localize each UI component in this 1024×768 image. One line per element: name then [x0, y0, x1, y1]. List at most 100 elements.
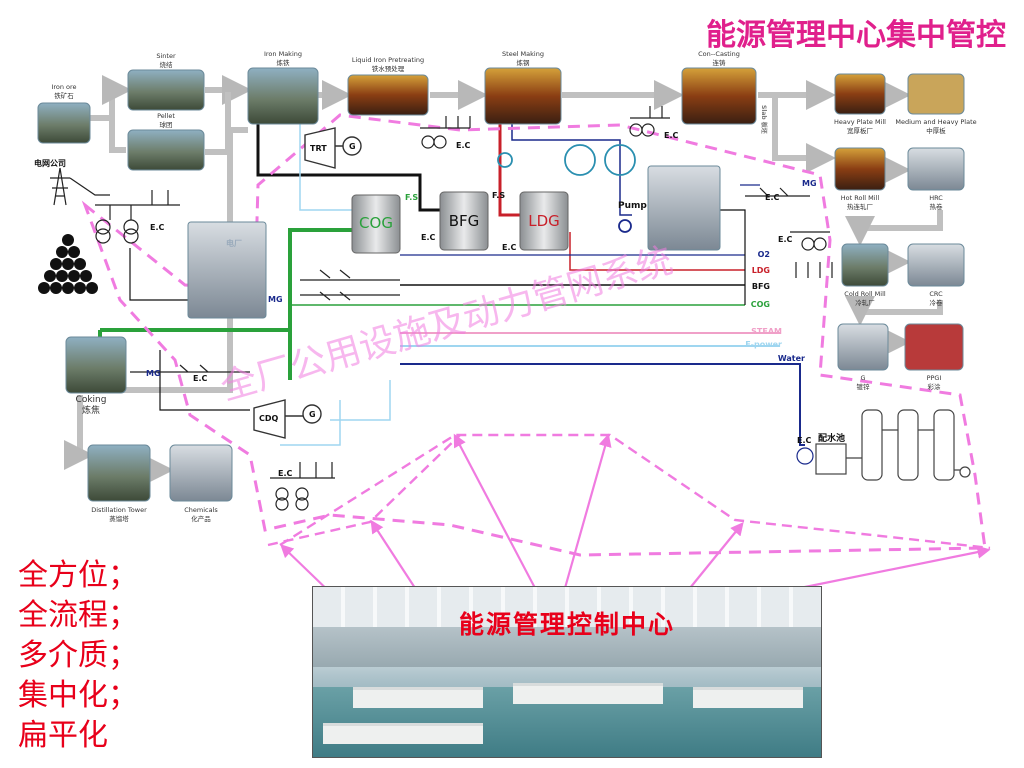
iron-ore-label-cn: 铁矿石 [54, 91, 74, 100]
medium-plate-label-en: Medium and Heavy Plate [895, 118, 976, 126]
ppgi-photo [904, 323, 964, 371]
power-plant-photo [187, 221, 267, 319]
pellet-photo [127, 129, 205, 171]
scope-outline [81, 113, 987, 557]
pump-station-photo [647, 165, 721, 251]
iron-making-photo [247, 67, 319, 125]
control-room-title: 能源管理控制中心 [458, 610, 675, 639]
control-room-wall [313, 627, 821, 667]
con-casting-photo [681, 67, 757, 125]
iron-making-label-en: Iron Making [264, 50, 302, 58]
pipe-label-water: Water [778, 354, 805, 363]
trt-label: TRT [310, 144, 327, 153]
bfg-holder-label: BFG [449, 212, 480, 230]
heavy-plate-photo [834, 73, 886, 115]
pipe-label-cog: COG [751, 300, 770, 309]
distillation-photo [87, 444, 151, 502]
cog-holder [351, 194, 401, 254]
ec-label-6: E.C [765, 193, 780, 202]
liquid-iron-label-en: Liquid Iron Pretreating [352, 56, 424, 64]
cold-roll-photo [841, 243, 889, 287]
chemicals-label-cn: 化产品 [191, 514, 211, 523]
ppgi-label-cn: 彩涂 [928, 382, 942, 391]
coking-label-en: Coking [76, 395, 107, 405]
crc-photo [907, 243, 965, 287]
cdq-label: CDQ [259, 414, 279, 423]
cold-roll-label-cn: 冷轧厂 [855, 298, 875, 307]
heavy-plate-label-en: Heavy Plate Mill [834, 118, 886, 126]
water-pool-label: 配水池 [818, 432, 845, 444]
console-desk [513, 683, 663, 704]
hrc-photo [907, 147, 965, 191]
trt-generator-label: G [349, 142, 356, 151]
iron-ore-label-en: Iron ore [51, 83, 76, 91]
con-casting-label-cn: 连铸 [713, 58, 727, 67]
chemicals-label-en: Chemicals [184, 506, 218, 514]
ec-label-10: E.C [797, 436, 812, 445]
ec-label-5: E.C [502, 243, 517, 252]
galv-photo [837, 323, 889, 371]
turbine-generators [253, 127, 362, 439]
steel-making-photo [484, 67, 562, 125]
distillation-label-cn: 蒸馏塔 [109, 514, 129, 523]
pipe-legend: O2 LDG BFG COG STEAM E-power Water [745, 250, 805, 363]
control-room-photo: 能源管理控制中心 [312, 586, 822, 758]
gas-pipelines [98, 120, 805, 446]
ldg-holder-label: LDG [528, 212, 560, 230]
medium-plate-label-cn: 中厚板 [926, 126, 946, 135]
feature-item: 全方位； [18, 558, 138, 593]
iron-ore-photo [37, 102, 91, 144]
pellet-label-cn: 球团 [160, 120, 173, 129]
pipe-label-bfg: BFG [752, 282, 770, 291]
ec-label-2: E.C [456, 141, 471, 150]
transformer-symbols [95, 106, 833, 511]
grid-company-label: 电网公司 [34, 158, 66, 168]
pipe-label-o2: O2 [758, 250, 770, 259]
gas-holders: COG BFG LDG [351, 191, 569, 254]
ec-label-1: E.C [150, 223, 165, 232]
iron-making-label-cn: 炼铁 [277, 58, 291, 67]
water-treatment [796, 409, 971, 481]
sinter-label-en: Sinter [156, 52, 176, 60]
liquid-iron-photo [347, 74, 429, 116]
sinter-label-cn: 烧结 [160, 60, 174, 69]
sinter-photo [127, 69, 205, 111]
pipe-label-steam: STEAM [751, 327, 782, 336]
feature-item: 集中化； [18, 678, 138, 713]
control-center-arrows [280, 433, 991, 601]
oxygen-spheres [497, 144, 636, 233]
ec-label-7: E.C [778, 235, 793, 244]
bfg-holder [439, 191, 489, 251]
feature-list: 全方位； 全流程； 多介质； 集中化； 扁平化 [18, 556, 138, 756]
hrc-label-en: HRC [929, 194, 943, 202]
mg-label-1: MG [268, 295, 283, 304]
fs-label-2: F.S [492, 191, 505, 200]
heavy-plate-label-cn: 宽厚板厂 [847, 126, 874, 135]
pellet-label-en: Pellet [157, 112, 175, 120]
hot-roll-label-cn: 热连轧厂 [847, 202, 874, 211]
ec-label-3: E.C [664, 131, 679, 140]
slab-label: Slab 板坯 [760, 105, 768, 134]
crc-label-en: CRC [929, 290, 943, 298]
equipment-labels: 电网公司 电厂 E.C E.C E.C E.C E.C E.C E.C E.C … [34, 105, 845, 478]
feature-item: 全流程； [18, 598, 138, 633]
ec-label-4: E.C [421, 233, 436, 242]
cdq-generator-label: G [309, 410, 316, 419]
feature-item: 扁平化 [18, 718, 108, 753]
power-plant-label: 电厂 [226, 238, 242, 248]
crc-label-cn: 冷卷 [930, 298, 944, 307]
distillation-label-en: Distillation Tower [91, 506, 147, 514]
pipe-label-ldg: LDG [752, 266, 770, 275]
galv-label-en: G [860, 374, 865, 382]
steel-making-label-cn: 炼钢 [517, 58, 531, 67]
pump-label: Pump [618, 201, 647, 211]
cold-roll-label-en: Cold Roll Mill [844, 290, 886, 298]
steel-making-label-en: Steel Making [502, 50, 544, 58]
console-desk [323, 723, 483, 744]
galv-label-cn: 镀锌 [857, 382, 871, 391]
ppgi-label-en: PPGI [927, 374, 942, 382]
ec-label-9: E.C [278, 469, 293, 478]
hot-roll-photo [834, 147, 886, 191]
process-labels: Iron ore 铁矿石 Sinter 烧结 Pellet 球团 Iron Ma… [51, 50, 976, 523]
